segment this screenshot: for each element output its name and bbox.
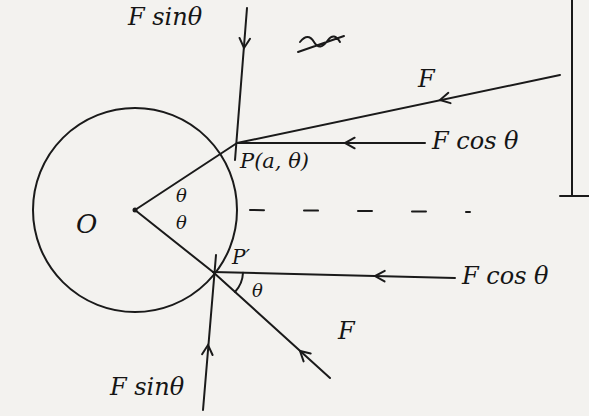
circle [33, 108, 237, 312]
arrowhead [440, 93, 451, 103]
frame-line [571, 0, 573, 195]
radius-line [135, 210, 213, 272]
force-line [235, 8, 247, 160]
dashed-axis [250, 210, 470, 212]
frame-line [560, 195, 589, 197]
struck-scribble [298, 36, 344, 52]
arrowhead [202, 345, 213, 355]
angle-label: θ [176, 213, 187, 233]
angle-arc [235, 273, 243, 292]
force-line [213, 272, 330, 378]
force-component-label: F sinθ [110, 374, 184, 400]
arrowhead [345, 138, 355, 149]
force-component-label: F sinθ [128, 4, 202, 30]
angle-label: θ [252, 281, 263, 301]
force-line [213, 272, 455, 278]
point-label: P′ [232, 246, 250, 268]
arrowhead [240, 38, 251, 48]
force-label: F [338, 318, 355, 344]
radius-line [135, 143, 237, 210]
force-label: F [418, 66, 435, 92]
arrowhead [300, 351, 311, 361]
centre-dot [133, 208, 138, 213]
point-label: P(a, θ) [240, 150, 309, 173]
force-component-label: F cos θ [462, 263, 549, 289]
angle-label: θ [176, 186, 187, 206]
centre-label: O [76, 210, 97, 239]
force-line [237, 142, 425, 144]
force-component-label: F cos θ [432, 128, 519, 154]
force-line [203, 255, 216, 410]
arrowhead [375, 271, 385, 282]
